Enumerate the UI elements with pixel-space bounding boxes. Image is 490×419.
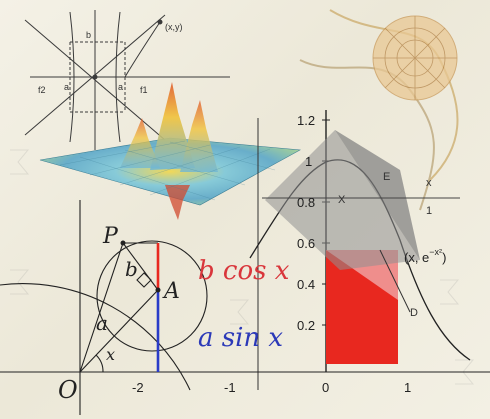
vertex-right-label: a [118, 82, 123, 92]
right-angle-mark [136, 272, 152, 288]
surface-peak-left [120, 118, 160, 168]
surface-plot [39, 82, 302, 220]
surface-trough [165, 185, 190, 220]
label-a-sin-x: a sin x [198, 323, 283, 353]
y-tick-0-8: 0.8 [297, 195, 315, 210]
hyperbola-diagram [24, 10, 230, 150]
angle-x-arc [95, 354, 104, 373]
overlay-x-mark: X [338, 194, 346, 206]
grey-pyramid-shade [335, 130, 420, 260]
overlay-diagonal [379, 249, 411, 313]
grey-pyramid-overlay [265, 130, 420, 270]
focus-f1-label: f1 [140, 85, 148, 95]
x-tick-1: 1 [404, 380, 411, 395]
radius-line-op [79, 242, 124, 373]
molecule-sphere [372, 15, 458, 101]
overlay-small-x: x [426, 177, 432, 189]
small-circle [96, 240, 208, 352]
label-side-b: b [125, 257, 138, 281]
overlay-one-mark: 1 [426, 205, 432, 217]
focus-f2-label: f2 [38, 85, 46, 95]
surface-peak-main [150, 82, 195, 170]
x-tick-0: 0 [322, 380, 329, 395]
curve-point-label: (x, e−x²) [404, 247, 446, 265]
overlay-d-mark: D [410, 307, 418, 319]
y-tick-0-6: 0.6 [297, 236, 315, 251]
large-circle-arc [0, 283, 191, 391]
label-angle-x: x [106, 345, 115, 364]
sigma-glyph-5 [230, 299, 250, 325]
label-a: A [162, 279, 180, 304]
hyperbola-center [92, 74, 98, 80]
label-b-cos-x: b cos x [198, 256, 290, 286]
point-xy-label: (x,y) [165, 22, 183, 32]
vertex-left-label: a [64, 82, 69, 92]
point-p-dot [120, 240, 126, 246]
x-tick-neg1: -1 [224, 380, 236, 395]
label-side-a: a [96, 311, 108, 335]
surface-peak-right [180, 100, 218, 172]
radius-line-oa [79, 289, 159, 373]
sigma-glyph-1 [10, 149, 30, 175]
hyperbola-arm [124, 21, 161, 78]
background-texture [10, 149, 475, 385]
hyperbola-left-branch [69, 11, 75, 143]
label-p: P [102, 224, 119, 249]
y-tick-0-2: 0.2 [297, 318, 315, 333]
overlay-e-mark: E [383, 171, 390, 183]
b-mark-label: b [86, 30, 91, 40]
segment-pa [122, 242, 159, 291]
y-tick-0-4: 0.4 [297, 277, 315, 292]
hyperbola-right-branch [115, 11, 121, 143]
x-tick-neg2: -2 [132, 380, 144, 395]
y-tick-1-2: 1.2 [297, 113, 315, 128]
y-tick-1: 1 [305, 154, 312, 169]
point-a-dot [155, 287, 161, 293]
sigma-glyph-3 [440, 279, 460, 305]
hyperbola-point [157, 19, 163, 25]
surface-plane [40, 138, 300, 205]
surface-outline [39, 137, 302, 206]
gaussian-chart [249, 110, 471, 390]
sigma-glyph-2 [10, 269, 30, 295]
label-origin: O [58, 376, 78, 404]
geometry-construction [0, 200, 490, 415]
